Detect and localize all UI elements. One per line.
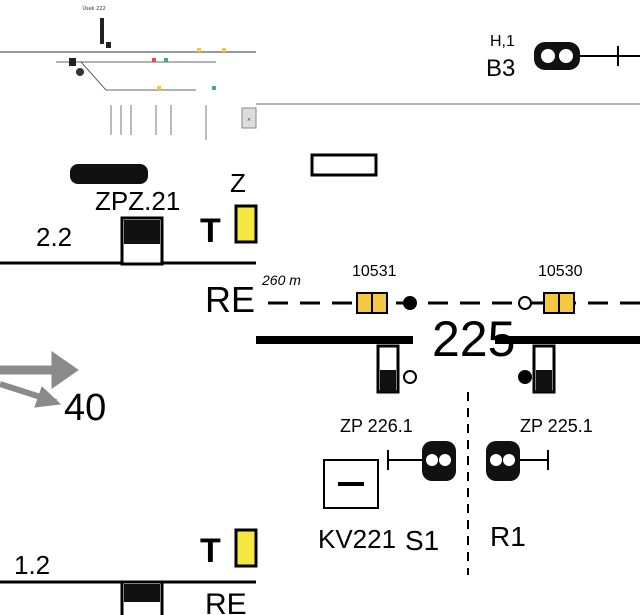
distance-label: 260 m — [261, 272, 301, 288]
left-panel — [0, 160, 258, 615]
route-label: RE — [205, 279, 255, 320]
kv-box[interactable] — [323, 459, 379, 509]
balise-right[interactable] — [543, 292, 575, 314]
signal-head-upper[interactable] — [70, 164, 148, 184]
signal-r1[interactable] — [486, 441, 549, 481]
signal-left-code: ZP 226.1 — [340, 416, 413, 436]
signal-s1-label: S1 — [405, 525, 439, 556]
route-label-lower: RE — [205, 588, 247, 615]
track-upper-label: 2.2 — [36, 222, 72, 252]
balise-right-id: 10530 — [538, 263, 583, 280]
speed-value: 40 — [64, 387, 106, 429]
track-section: 225 — [432, 311, 515, 367]
signal-s1[interactable] — [387, 441, 456, 481]
overview-close-button[interactable] — [241, 107, 257, 129]
signal-upper-label: ZPZ.21 — [95, 186, 180, 216]
block-marker-left[interactable] — [376, 344, 400, 394]
labels: ZPZ.21 Z 2.2 T RE 40 T 1.2 RE H,1 B3 260… — [14, 33, 593, 615]
balise-left-id: 10531 — [352, 263, 397, 280]
signal-b3-name: B3 — [486, 55, 515, 82]
close-icon: × — [247, 117, 251, 123]
balise-left[interactable] — [356, 292, 388, 314]
kv-label: KV221 — [318, 524, 396, 554]
type-letter-lower: T — [200, 532, 221, 570]
right-panel — [256, 42, 640, 575]
overview-title: Úsek 222 — [82, 5, 105, 12]
track-lower-label: 1.2 — [14, 550, 50, 580]
type-letter-upper: T — [200, 212, 221, 250]
signal-r1-label: R1 — [490, 521, 526, 552]
signal-upper-suffix: Z — [230, 168, 246, 198]
type-box-lower[interactable] — [234, 528, 258, 568]
signal-b3[interactable] — [534, 42, 580, 70]
overview-thumbnail[interactable]: Úsek 222 × — [0, 0, 257, 160]
signal-b3-sub: H,1 — [490, 33, 515, 50]
signal-right-code: ZP 225.1 — [520, 416, 593, 436]
direction-arrows — [0, 351, 79, 408]
type-box-upper[interactable] — [234, 204, 258, 244]
block-marker-right[interactable] — [532, 344, 556, 394]
